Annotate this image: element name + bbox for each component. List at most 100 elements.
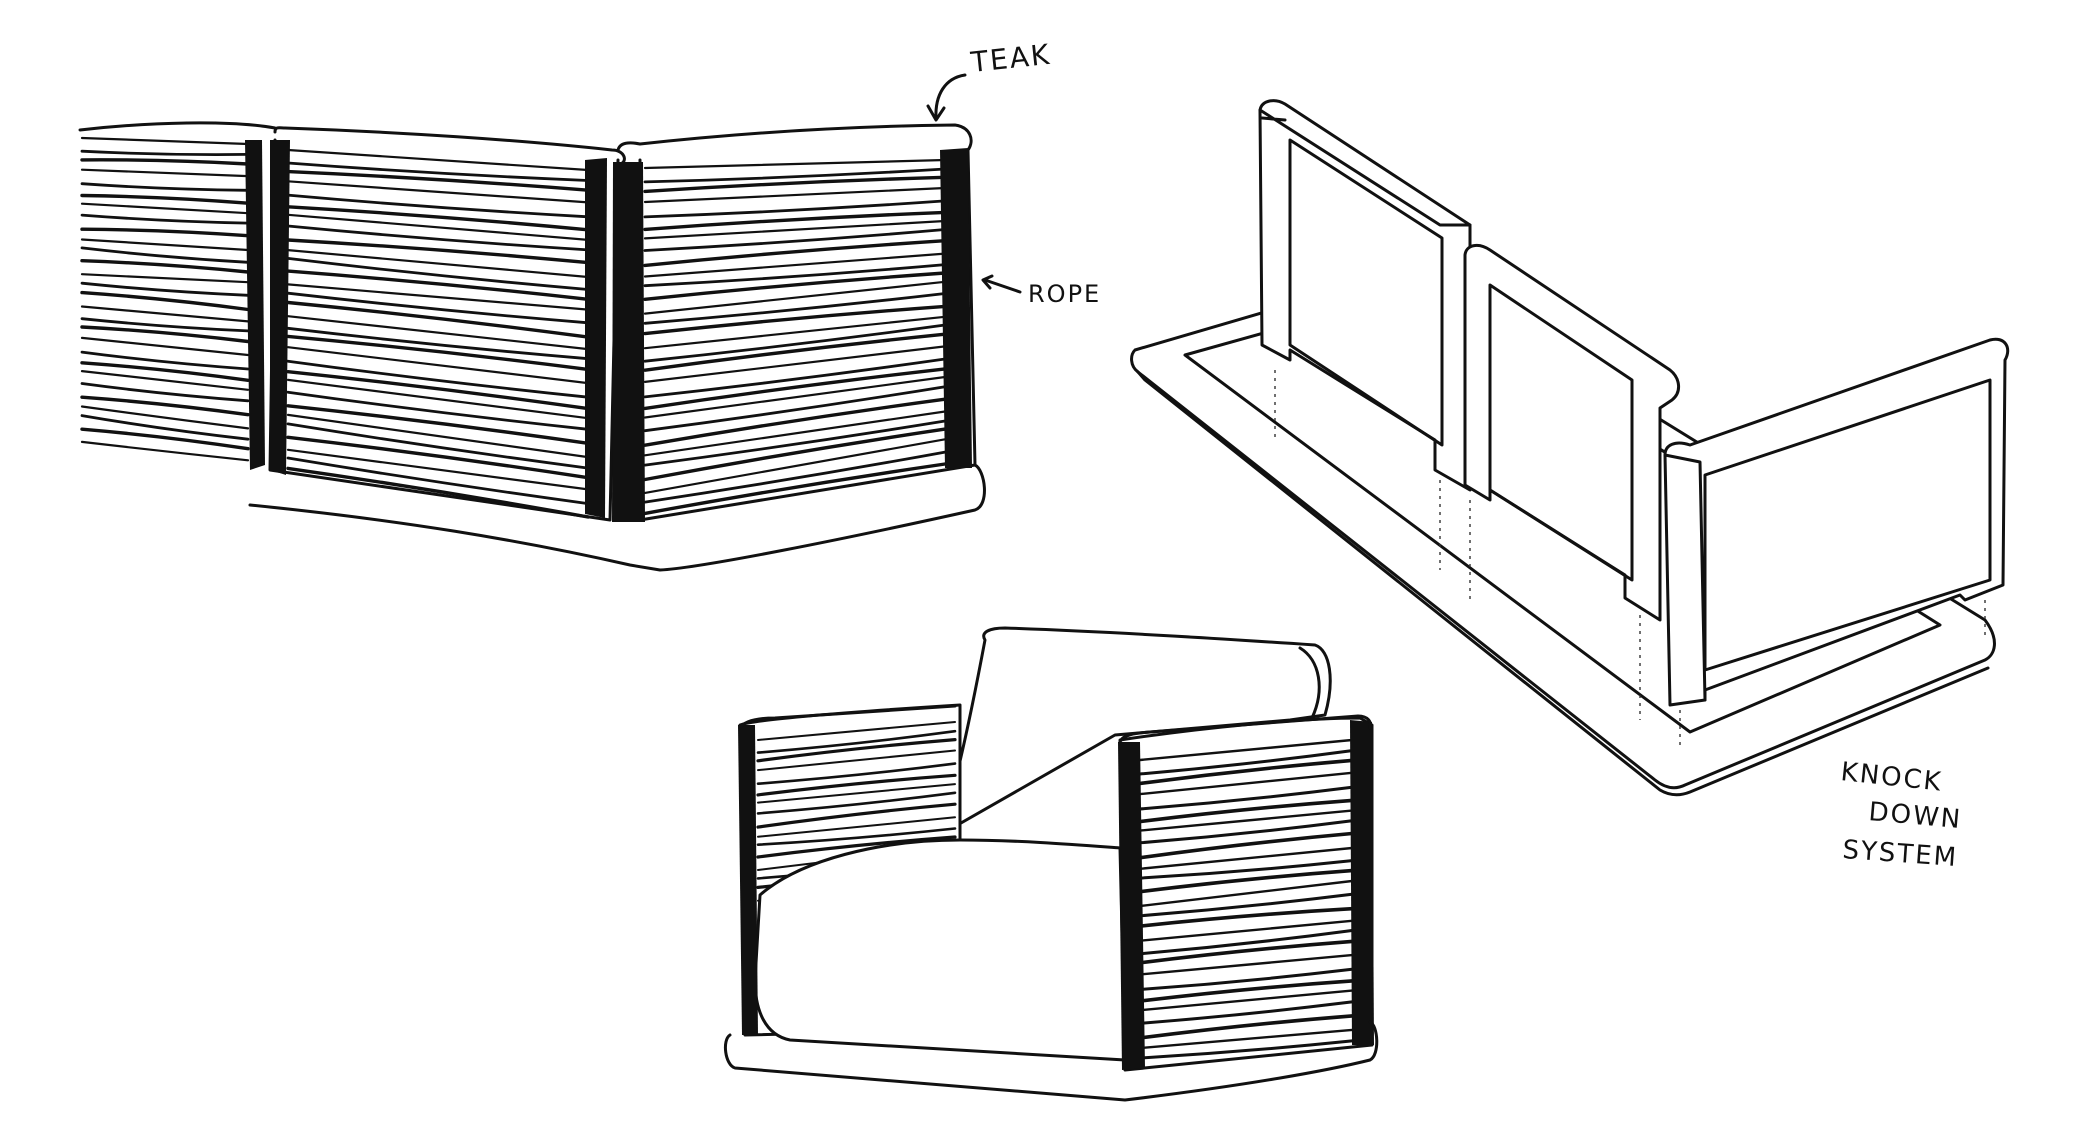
rope-stripe bbox=[80, 370, 250, 391]
rope-stripe bbox=[286, 180, 590, 204]
rope-stripe bbox=[643, 410, 947, 457]
rope-label: ROPE bbox=[1028, 280, 1101, 308]
rope-stripe bbox=[1138, 758, 1354, 786]
rope-stripe bbox=[1138, 979, 1354, 1003]
sofa-base bbox=[248, 463, 986, 572]
rope-stripe bbox=[643, 263, 947, 288]
rope-stripe bbox=[286, 291, 590, 325]
rope-stripe bbox=[286, 456, 590, 505]
sofa-post-2 bbox=[270, 140, 290, 475]
sofa-rope-right bbox=[643, 158, 947, 516]
rope-stripe bbox=[756, 827, 957, 846]
rope-stripe bbox=[286, 213, 590, 241]
rope-stripe bbox=[756, 773, 957, 797]
rope-stripe bbox=[286, 224, 590, 252]
rope-stripe bbox=[756, 835, 957, 859]
rope-stripe bbox=[286, 422, 590, 470]
rope-stripe bbox=[286, 378, 590, 420]
rope-stripe bbox=[1138, 879, 1354, 908]
armchair-post-back bbox=[1350, 720, 1374, 1045]
rope-stripe bbox=[80, 213, 250, 225]
sofa-sketch bbox=[78, 121, 986, 572]
rope-stripe bbox=[1138, 819, 1354, 845]
rope-stripe bbox=[643, 186, 947, 204]
frame-base-lip bbox=[1136, 370, 1990, 797]
arrow-head bbox=[981, 274, 994, 290]
armchair-rope-right bbox=[1138, 738, 1354, 1060]
rope-stripe bbox=[643, 427, 947, 482]
rope-stripe bbox=[80, 427, 250, 451]
curved-arrow-head bbox=[926, 104, 946, 122]
rope-stripe bbox=[80, 290, 250, 312]
sofa-post-4 bbox=[612, 162, 645, 522]
armchair-seat-cushion bbox=[753, 838, 1127, 1062]
sofa-teak-rail-right bbox=[616, 123, 973, 152]
knock-label: KNOCK bbox=[1839, 757, 1944, 798]
rope-stripe bbox=[643, 462, 947, 516]
sofa-teak-rail-middle bbox=[273, 126, 626, 166]
rope-stripe bbox=[80, 395, 250, 417]
rope-stripe bbox=[80, 325, 250, 344]
rope-stripe bbox=[643, 219, 947, 240]
rope-stripe bbox=[1138, 785, 1354, 811]
rope-stripe bbox=[643, 345, 947, 383]
rope-stripe bbox=[643, 304, 947, 336]
rope-stripe bbox=[286, 466, 590, 519]
rope-stripe bbox=[80, 305, 250, 323]
rope-stripe bbox=[286, 448, 590, 491]
rope-stripe bbox=[643, 419, 947, 467]
rope-stripe bbox=[286, 283, 590, 311]
sofa-rope-left bbox=[80, 136, 250, 462]
rope-stripe bbox=[1138, 831, 1354, 860]
rope-stripe bbox=[286, 249, 590, 279]
rope-stripe bbox=[643, 210, 947, 232]
rope-stripe bbox=[80, 259, 250, 274]
down-label: DOWN bbox=[1867, 797, 1963, 835]
rope-stripe bbox=[643, 315, 947, 350]
rope-stripe bbox=[643, 375, 947, 419]
rope-stripe bbox=[1138, 1028, 1354, 1050]
rope-stripe bbox=[80, 405, 250, 430]
rope-stripe bbox=[1138, 939, 1354, 965]
rope-stripe bbox=[286, 238, 590, 265]
rope-stripe bbox=[1138, 1039, 1354, 1060]
frame-backrest-middle bbox=[1463, 243, 1680, 622]
rope-stripe bbox=[1138, 892, 1354, 918]
rope-stripe bbox=[1138, 749, 1354, 776]
frame-backrest-middle-window bbox=[1488, 283, 1634, 582]
rope-stripe bbox=[286, 300, 590, 339]
rope-stripe bbox=[1138, 798, 1354, 824]
frame-arm-right-post bbox=[1663, 453, 1707, 702]
rope-stripe bbox=[756, 738, 957, 763]
rope-stripe bbox=[1138, 1014, 1354, 1040]
rope-stripe bbox=[1138, 738, 1354, 762]
rope-stripe bbox=[286, 370, 590, 411]
rope-stripe bbox=[80, 361, 250, 382]
rope-stripe bbox=[643, 158, 947, 170]
rope-stripe bbox=[643, 357, 947, 399]
rope-stripe bbox=[286, 404, 590, 445]
rope-stripe bbox=[286, 257, 590, 291]
armchair-post-front bbox=[1118, 742, 1145, 1070]
rope-stripe bbox=[80, 281, 250, 297]
sofa-post-5 bbox=[940, 148, 972, 468]
rope-stripe bbox=[643, 175, 947, 194]
frame-arm-right-window bbox=[1703, 378, 1992, 672]
rope-stripe bbox=[756, 729, 957, 754]
rope-stripe bbox=[757, 749, 956, 772]
sofa-post-3 bbox=[585, 158, 607, 518]
rope-stripe bbox=[286, 169, 590, 192]
frame-backrest-left-window bbox=[1288, 138, 1444, 447]
knock-down-annotation: KNOCK DOWN SYSTEM bbox=[1839, 757, 1963, 873]
rope-stripe bbox=[1138, 859, 1354, 880]
rope-stripe bbox=[80, 168, 250, 178]
rope-stripe bbox=[286, 315, 590, 351]
system-label: SYSTEM bbox=[1842, 835, 1959, 873]
rope-stripe bbox=[757, 816, 956, 838]
rope-stripe bbox=[643, 228, 947, 252]
rope-stripe bbox=[1138, 919, 1354, 942]
rope-stripe bbox=[643, 239, 947, 268]
rope-stripe bbox=[1138, 989, 1354, 1012]
rope-stripe bbox=[80, 136, 250, 146]
